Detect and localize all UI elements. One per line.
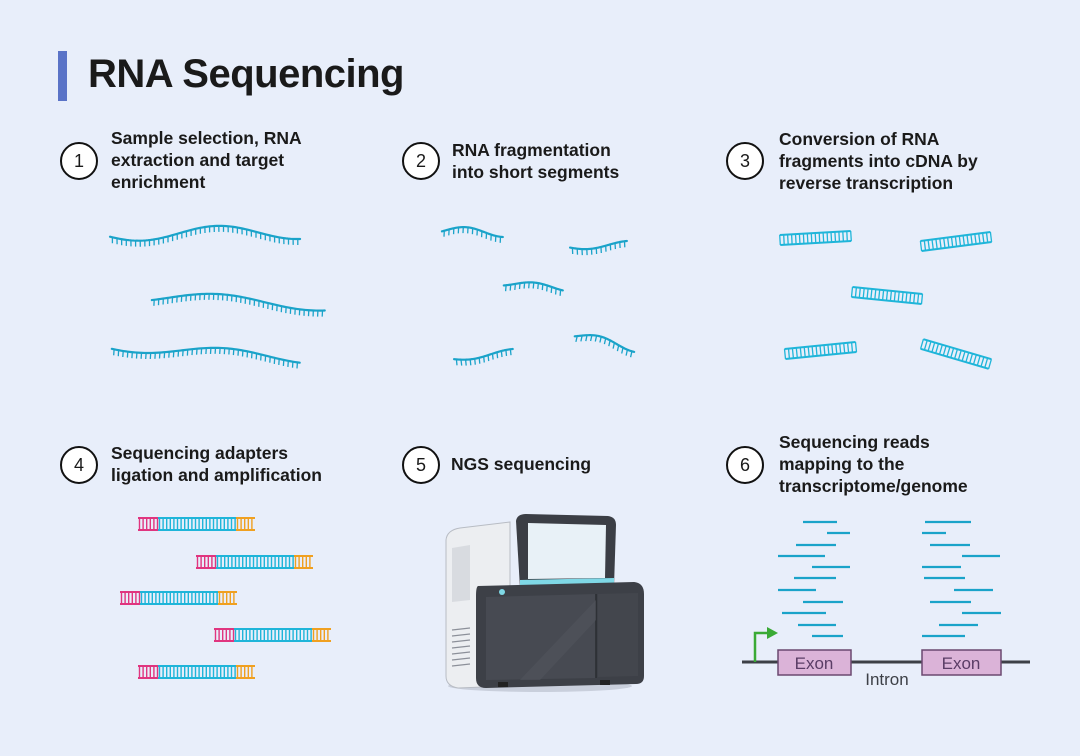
exon-right-label: Exon [942, 654, 981, 673]
step-5-number: 5 [402, 446, 440, 484]
step-5-line-1: NGS sequencing [451, 454, 592, 474]
adapter-fragments-step-4 [120, 517, 331, 679]
step-6-label: Sequencing reads mapping to the transcri… [779, 431, 968, 497]
exon-left [777, 649, 852, 676]
step-2-line-1: RNA fragmentation [452, 140, 611, 160]
step-5-label: NGS sequencing [451, 453, 591, 475]
cdna-duplexes-step-3 [779, 230, 993, 370]
step-6-number: 6 [726, 446, 764, 484]
rna-fragment-icon [453, 347, 514, 366]
mapped-reads-step-6 [778, 520, 1001, 638]
rna-strand-icon [150, 292, 326, 317]
rna-fragment-icon [440, 226, 504, 243]
step-1-line-1: Sample selection, RNA [111, 128, 302, 148]
step-3-label: Conversion of RNA fragments into cDNA by… [779, 128, 978, 194]
transcription-start-arrow-icon [753, 627, 778, 662]
cdna-duplex-icon [919, 338, 993, 370]
cdna-duplex-icon [919, 231, 993, 252]
step-2-number: 2 [402, 142, 440, 180]
cdna-duplex-icon [850, 286, 924, 305]
step-4-number: 4 [60, 446, 98, 484]
step-3-line-1: Conversion of RNA [779, 129, 940, 149]
exon-left-label: Exon [795, 654, 834, 673]
step-1-label: Sample selection, RNA extraction and tar… [111, 127, 302, 193]
intron-label: Intron [865, 670, 908, 689]
rna-fragments-step-2 [440, 226, 636, 366]
step-3-line-2: fragments into cDNA by [779, 151, 978, 171]
rna-strand-icon [108, 224, 302, 247]
adapter-ligated-fragment-icon [138, 517, 255, 531]
step-3-number: 3 [726, 142, 764, 180]
rna-fragment-icon [568, 239, 628, 256]
adapter-ligated-fragment-icon [138, 665, 255, 679]
cdna-duplex-icon [779, 230, 852, 246]
step-2-label: RNA fragmentation into short segments [452, 139, 619, 183]
exon-right [921, 649, 1002, 676]
step-6-line-2: mapping to the [779, 454, 905, 474]
step-1-line-2: extraction and target [111, 150, 285, 170]
diagram-title: RNA Sequencing [88, 52, 405, 96]
step-1-line-3: enrichment [111, 172, 206, 192]
adapter-ligated-fragment-icon [120, 591, 237, 605]
rna-fragment-icon [502, 281, 564, 296]
step-1-number: 1 [60, 142, 98, 180]
adapter-ligated-fragment-icon [214, 628, 331, 642]
step-3-line-3: reverse transcription [779, 173, 954, 193]
step-4-line-2: ligation and amplification [111, 465, 322, 485]
step-6-line-1: Sequencing reads [779, 432, 930, 452]
title-accent-bar [58, 51, 67, 101]
ngs-sequencer-icon [445, 514, 644, 692]
step-6-line-3: transcriptome/genome [779, 476, 968, 496]
rna-fragment-icon [573, 334, 636, 358]
gene-model: Exon Exon Intron [742, 627, 1030, 689]
cdna-duplex-icon [783, 341, 858, 360]
rna-strands-step-1 [108, 224, 326, 369]
step-4-label: Sequencing adapters ligation and amplifi… [111, 442, 322, 486]
rna-strand-icon [110, 346, 301, 369]
adapter-ligated-fragment-icon [196, 555, 313, 569]
step-4-line-1: Sequencing adapters [111, 443, 288, 463]
step-2-line-2: into short segments [452, 162, 620, 182]
